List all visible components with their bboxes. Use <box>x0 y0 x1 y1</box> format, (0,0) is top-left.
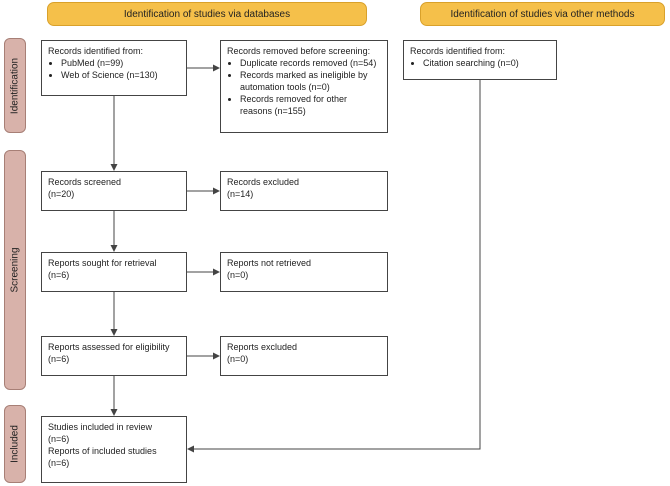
reports-excluded-title: Reports excluded <box>227 342 298 352</box>
studies-included-title: Studies included in review <box>48 422 153 432</box>
reports-assessed-title: Reports assessed for eligibility <box>48 342 170 352</box>
records-removed-title: Records removed before screening: <box>227 46 371 56</box>
studies-included-count: (n=6) <box>48 434 70 444</box>
records-excluded-title: Records excluded <box>227 177 300 187</box>
reports-excluded-count: (n=0) <box>227 354 249 364</box>
box-reports-sought: Reports sought for retrieval (n=6) <box>41 252 187 292</box>
records-excluded-count: (n=14) <box>227 189 254 199</box>
other-identified-title: Records identified from: <box>410 46 506 56</box>
reports-sought-count: (n=6) <box>48 270 70 280</box>
records-screened-count: (n=20) <box>48 189 75 199</box>
header-other-methods: Identification of studies via other meth… <box>420 2 665 26</box>
reports-included-title: Reports of included studies <box>48 446 157 456</box>
box-reports-excluded: Reports excluded (n=0) <box>220 336 388 376</box>
other-identified-item: Citation searching (n=0) <box>423 57 550 69</box>
box-records-identified: Records identified from: PubMed (n=99) W… <box>41 40 187 96</box>
reports-sought-title: Reports sought for retrieval <box>48 258 157 268</box>
records-removed-item: Duplicate records removed (n=54) <box>240 57 381 69</box>
header-databases: Identification of studies via databases <box>47 2 367 26</box>
box-reports-assessed: Reports assessed for eligibility (n=6) <box>41 336 187 376</box>
records-identified-item: Web of Science (n=130) <box>61 69 180 81</box>
reports-assessed-count: (n=6) <box>48 354 70 364</box>
arrow-other-to-included <box>187 80 481 453</box>
box-reports-not-retrieved: Reports not retrieved (n=0) <box>220 252 388 292</box>
records-removed-item: Records marked as ineligible by automati… <box>240 69 381 93</box>
box-studies-included: Studies included in review (n=6) Reports… <box>41 416 187 483</box>
records-identified-title: Records identified from: <box>48 46 144 56</box>
reports-not-retrieved-count: (n=0) <box>227 270 249 280</box>
box-records-excluded: Records excluded (n=14) <box>220 171 388 211</box>
header-databases-label: Identification of studies via databases <box>123 8 291 20</box>
box-records-screened: Records screened (n=20) <box>41 171 187 211</box>
records-removed-item: Records removed for other reasons (n=155… <box>240 93 381 117</box>
header-other-methods-label: Identification of studies via other meth… <box>450 8 635 20</box>
box-records-removed: Records removed before screening: Duplic… <box>220 40 388 133</box>
reports-included-count: (n=6) <box>48 458 70 468</box>
phase-identification: Identification <box>4 38 26 133</box>
records-screened-title: Records screened <box>48 177 122 187</box>
records-identified-item: PubMed (n=99) <box>61 57 180 69</box>
phase-included: Included <box>4 405 26 483</box>
phase-screening: Screening <box>4 150 26 390</box>
reports-not-retrieved-title: Reports not retrieved <box>227 258 312 268</box>
box-other-identified: Records identified from: Citation search… <box>403 40 557 80</box>
